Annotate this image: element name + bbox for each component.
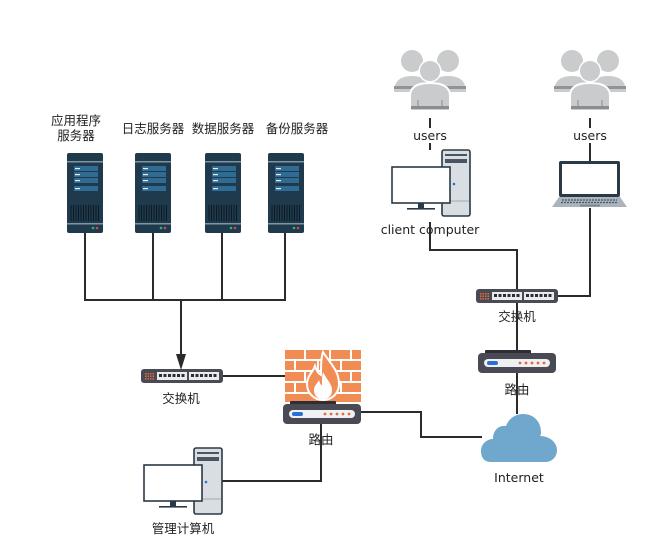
server-data-label: 数据服务器: [191, 121, 255, 136]
users-left-label: users: [400, 128, 460, 143]
server-backup-label: 备份服务器: [265, 121, 329, 136]
server-app-label-line2: 服务器: [57, 128, 95, 143]
server-log-label: 日志服务器: [121, 121, 185, 136]
connection-lines: [84, 118, 591, 482]
server-log-icon[interactable]: [134, 152, 172, 234]
server-app-label-line1: 应用程序: [50, 113, 101, 128]
router-right-label: 路由: [504, 382, 530, 397]
client-computer-icon[interactable]: [391, 149, 471, 217]
router-right-icon[interactable]: [478, 350, 556, 373]
switch-left-label: 交换机: [162, 391, 200, 406]
link-laptop-switch: [557, 208, 591, 297]
server-data-icon[interactable]: [204, 152, 242, 234]
firewall-router-label: 路由: [308, 432, 334, 447]
server-app-icon[interactable]: [66, 152, 104, 234]
server-backup-icon[interactable]: [267, 152, 305, 234]
users-right-label: users: [560, 128, 620, 143]
link-client-switch: [429, 222, 518, 289]
link-server-bus: [84, 233, 286, 301]
switch-right-label: 交换机: [498, 309, 536, 324]
users-right-icon[interactable]: [553, 49, 627, 111]
internet-label: Internet: [494, 470, 544, 485]
server-app-label: 应用程序 服务器: [43, 113, 109, 143]
firewall-router-icon[interactable]: [283, 401, 361, 424]
arrow-head-icon: [176, 354, 186, 370]
internet-cloud-icon[interactable]: [481, 414, 557, 462]
link-firewall-admin: [221, 423, 322, 482]
firewall-icon[interactable]: [285, 349, 361, 402]
switch-right-icon[interactable]: [476, 289, 558, 303]
admin-computer-icon[interactable]: [143, 447, 223, 515]
link-firewall-internet: [360, 411, 482, 438]
admin-computer-label: 管理计算机: [151, 521, 215, 536]
laptop-icon[interactable]: [552, 161, 627, 207]
users-left-icon[interactable]: [393, 49, 467, 111]
switch-left-icon[interactable]: [141, 369, 223, 383]
client-computer-label: client computer: [380, 222, 480, 237]
